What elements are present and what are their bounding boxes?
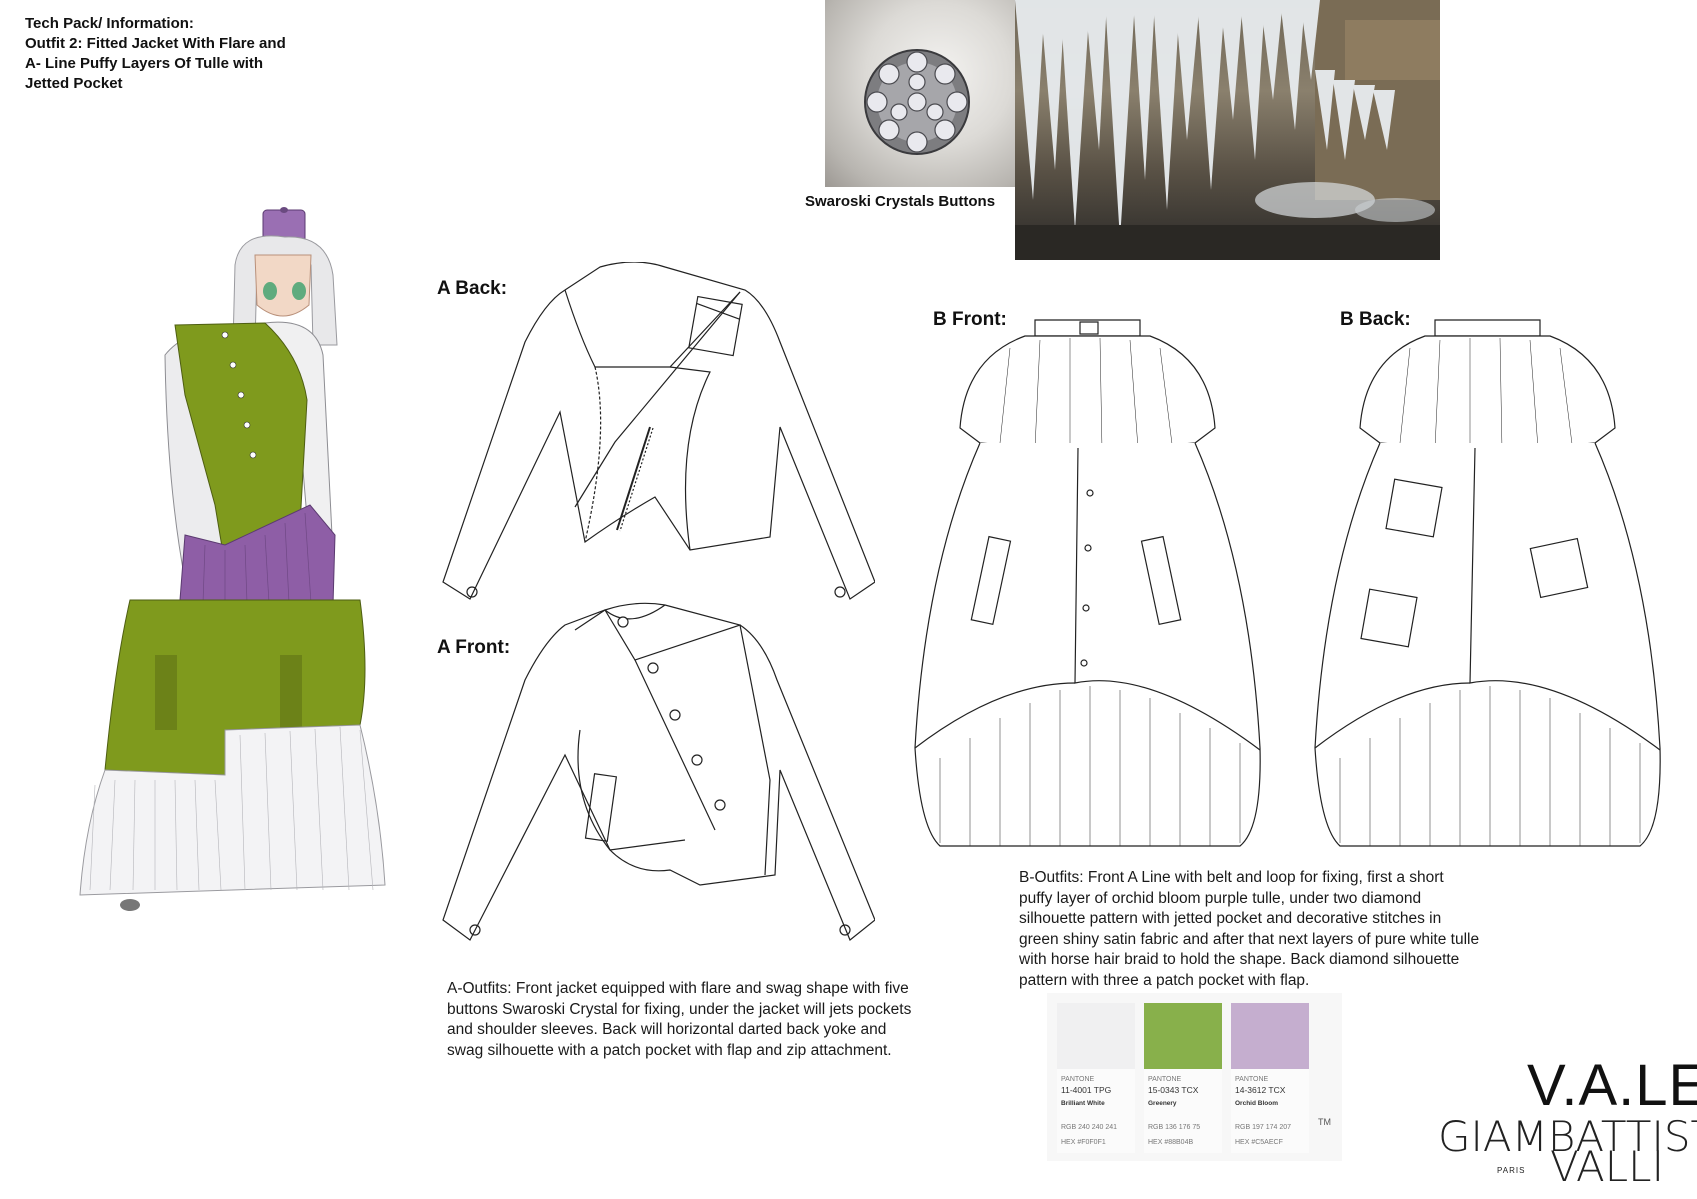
swatch-hex: HEX #88B04B — [1148, 1139, 1194, 1146]
white-tulle — [79, 724, 386, 896]
swatch-color — [1231, 1003, 1309, 1069]
title-line: A- Line Puffy Layers Of Tulle with — [25, 55, 264, 72]
swatch-card: PANTONE 11-4001 TPG Brilliant White RGB … — [1057, 1003, 1135, 1153]
brooch-icon — [864, 49, 970, 155]
description-line: puffy layer of orchid bloom purple tulle… — [1019, 889, 1422, 907]
jacket-front-sketch — [435, 600, 875, 945]
brand-logo-mid: GIAMBATTISTA — [1438, 1112, 1697, 1161]
title-line: Jetted Pocket — [25, 75, 123, 92]
swatch-code: 11-4001 TPG — [1061, 1085, 1112, 1095]
swatch-color — [1144, 1003, 1222, 1069]
label-b-back: B Back: — [1340, 309, 1411, 330]
crystal-button-photo — [825, 0, 1015, 187]
swatch-rgb: RGB 240 240 241 — [1061, 1124, 1118, 1131]
skirt-front-sketch — [910, 318, 1265, 853]
description-line: A-Outfits: Front jacket equipped with fl… — [447, 980, 909, 997]
swatch-brand: PANTONE — [1148, 1076, 1182, 1083]
swatch-card: PANTONE 14-3612 TCX Orchid Bloom RGB 197… — [1231, 1003, 1309, 1153]
b-outfits-description: B-Outfits: Front A Line with belt and lo… — [1019, 868, 1479, 991]
brand-logo-bottom: VALLI — [1550, 1142, 1664, 1191]
swatch-brand: PANTONE — [1061, 1076, 1095, 1083]
a-outfits-description: A-Outfits: Front jacket equipped with fl… — [447, 979, 911, 1061]
swatch-color — [1057, 1003, 1135, 1069]
label-a-back: A Back: — [437, 278, 508, 299]
description-line: silhouette pattern with jetted pocket an… — [1019, 910, 1442, 927]
label-b-front: B Front: — [933, 309, 1007, 330]
description-line: with horse hair braid to hold the shape.… — [1019, 951, 1460, 968]
swatch-card: PANTONE 15-0343 TCX Greenery RGB 136 176… — [1144, 1003, 1222, 1153]
description-line: swag silhouette with a patch pocket with… — [447, 1041, 892, 1059]
description-line: pattern with three a patch pocket with f… — [1019, 971, 1310, 989]
label-a-front: A Front: — [437, 637, 511, 658]
swatch-rgb: RGB 197 174 207 — [1235, 1124, 1292, 1131]
swatch-code: 15-0343 TCX — [1148, 1085, 1199, 1095]
swatch-brand: PANTONE — [1235, 1076, 1269, 1083]
brand-logo-top: V.A.LE — [1527, 1053, 1697, 1118]
description-line: and shoulder sleeves. Back will horizont… — [447, 1021, 887, 1038]
title-line: Outfit 2: Fitted Jacket With Flare and — [25, 35, 286, 52]
description-line: B-Outfits: Front A Line with belt and lo… — [1019, 869, 1444, 886]
swatch-hex: HEX #F0F0F1 — [1061, 1139, 1106, 1146]
swatch-name: Brilliant White — [1061, 1100, 1105, 1107]
button-caption: Swaroski Crystals Buttons — [805, 193, 996, 210]
swatch-code: 14-3612 TCX — [1235, 1085, 1286, 1095]
swatch-hex: HEX #C5AECF — [1235, 1139, 1283, 1146]
title-line: Tech Pack/ Information: — [25, 15, 194, 32]
swatch-rgb: RGB 136 176 75 — [1148, 1124, 1201, 1131]
fashion-illustration — [75, 205, 425, 995]
face — [254, 254, 312, 317]
description-line: green shiny satin fabric and after that … — [1019, 930, 1480, 948]
tech-pack-title: Tech Pack/ Information: Outfit 2: Fitted… — [25, 14, 325, 94]
swatch-name: Greenery — [1148, 1100, 1177, 1107]
trademark-mark: TM — [1318, 1117, 1331, 1127]
swatch-name: Orchid Bloom — [1235, 1100, 1278, 1107]
description-line: buttons Swaroski Crystal for fixing, und… — [447, 1000, 912, 1018]
brand-logo-city: PARIS — [1497, 1166, 1526, 1175]
icicle-photo — [1015, 0, 1440, 260]
icicles-icon — [1015, 0, 1440, 260]
skirt-back-sketch — [1310, 318, 1665, 853]
jacket-back-sketch — [435, 262, 875, 602]
